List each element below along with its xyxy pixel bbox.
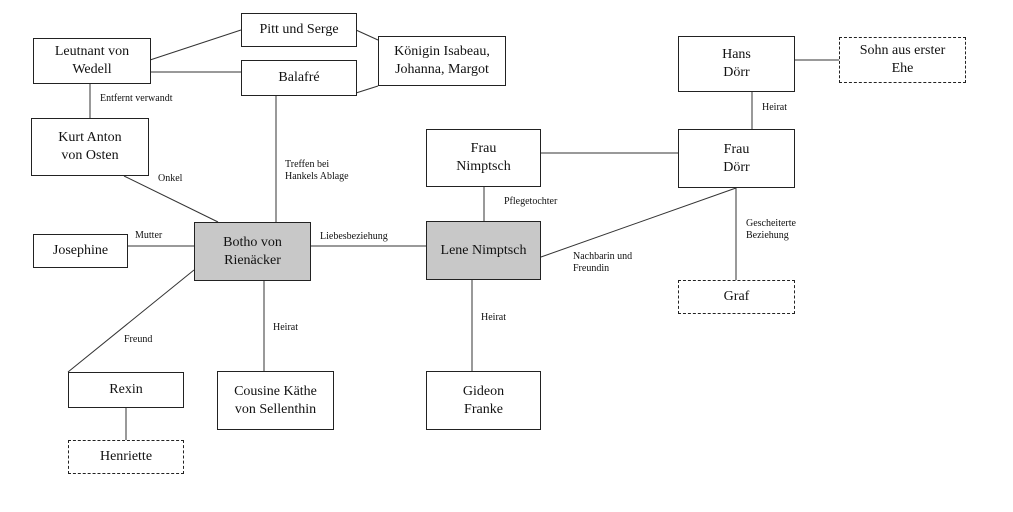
edge-label-gescheiterte-beziehung: Gescheiterte Beziehung bbox=[746, 218, 796, 241]
node-balafre: Balafré bbox=[241, 60, 357, 96]
node-lene-nimptsch: Lene Nimptsch bbox=[426, 221, 541, 280]
node-rexin: Rexin bbox=[68, 372, 184, 408]
node-josephine: Josephine bbox=[33, 234, 128, 268]
edge-label-nachbarin: Nachbarin und Freundin bbox=[573, 251, 633, 274]
edge-leutnant-pitt bbox=[149, 29, 242, 61]
node-leutnant-von-wedell: Leutnant von Wedell bbox=[33, 38, 151, 84]
edge-label-mutter: Mutter bbox=[135, 230, 163, 241]
node-henriette: Henriette bbox=[68, 440, 184, 474]
edge-label-heirat-doerr: Heirat bbox=[762, 102, 787, 113]
edge-label-onkel: Onkel bbox=[158, 173, 183, 184]
node-gideon-franke: Gideon Franke bbox=[426, 371, 541, 430]
edge-label-pflegetochter: Pflegetochter bbox=[504, 196, 558, 207]
edge-label-heirat-lene: Heirat bbox=[481, 312, 506, 323]
node-koenigin-isabeau: Königin Isabeau, Johanna, Margot bbox=[378, 36, 506, 86]
edge-kurt-botho bbox=[123, 175, 219, 223]
node-cousine-kaethe: Cousine Käthe von Sellenthin bbox=[217, 371, 334, 430]
edge-pitt-koenigin bbox=[355, 29, 379, 41]
node-hans-doerr: Hans Dörr bbox=[678, 36, 795, 92]
node-frau-nimptsch: Frau Nimptsch bbox=[426, 129, 541, 187]
edge-label-treffen: Treffen bei Hankels Ablage bbox=[285, 159, 349, 182]
edge-label-freund: Freund bbox=[124, 334, 153, 345]
node-frau-doerr: Frau Dörr bbox=[678, 129, 795, 188]
edge-label-entfernt-verwandt: Entfernt verwandt bbox=[100, 93, 173, 104]
node-botho-von-rienaecker: Botho von Rienäcker bbox=[194, 222, 311, 281]
node-sohn-aus-erster-ehe: Sohn aus erster Ehe bbox=[839, 37, 966, 83]
edge-lene-fraudoerr bbox=[540, 187, 737, 258]
edge-botho-rexin bbox=[67, 269, 195, 373]
edge-balafre-koenigin bbox=[355, 85, 379, 94]
edge-label-liebesbeziehung: Liebesbeziehung bbox=[320, 231, 388, 242]
edge-label-heirat-botho: Heirat bbox=[273, 322, 298, 333]
node-kurt-anton-von-osten: Kurt Anton von Osten bbox=[31, 118, 149, 176]
node-graf: Graf bbox=[678, 280, 795, 314]
node-pitt-und-serge: Pitt und Serge bbox=[241, 13, 357, 47]
